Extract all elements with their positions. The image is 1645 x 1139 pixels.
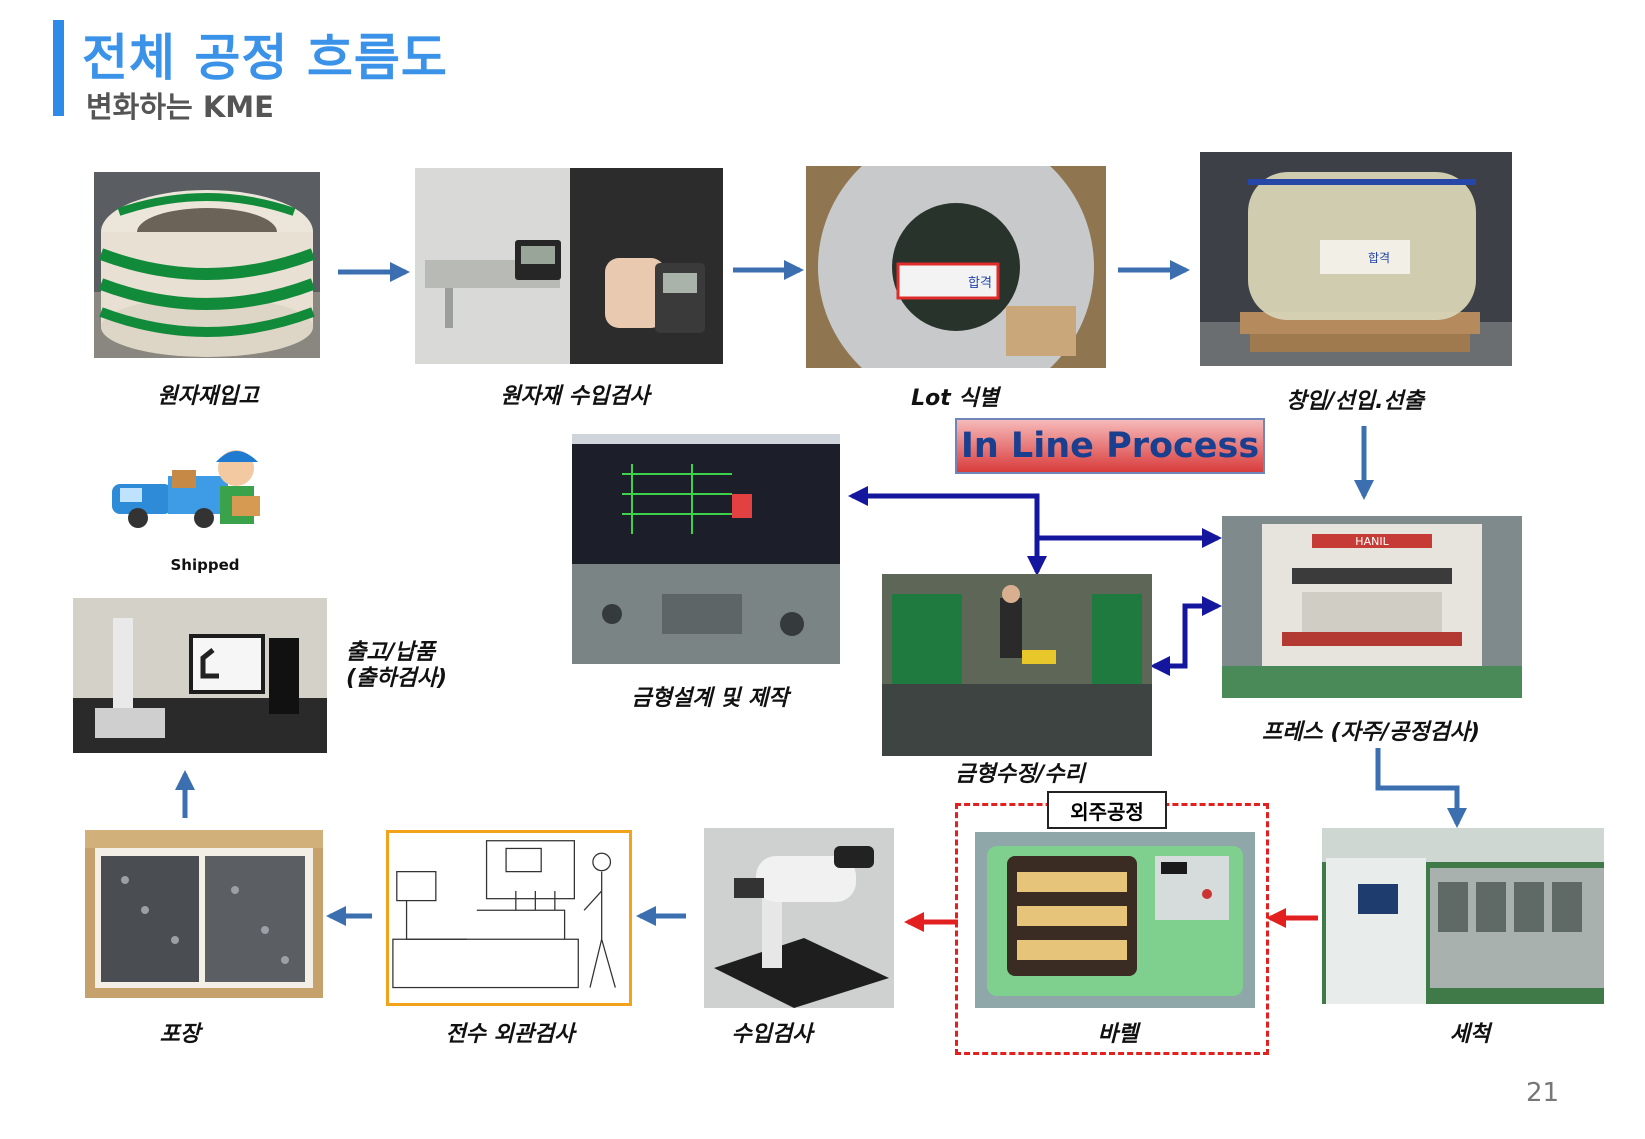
packing-box-photo (85, 830, 323, 998)
shipping-inspection-photo (73, 598, 327, 753)
step-label-warehouse-out: 창입/선입.선출 (1286, 389, 1424, 414)
pass-stamp-text: 합격 (968, 276, 992, 291)
lot-identification-photo: 합격 (806, 166, 1106, 368)
shipped-label: Shipped (170, 556, 240, 574)
step-label-mold-design: 금형설계 및 제작 (631, 686, 789, 711)
in-line-process-badge: In Line Process (955, 418, 1265, 474)
step-label-incoming-inspection: 수입검사 (731, 1022, 813, 1047)
mold-design-photo (572, 434, 840, 664)
outsource-process-tag: 외주공정 (1047, 791, 1167, 829)
page-number: 21 (1526, 1078, 1560, 1108)
step-label-ship-delivery: 출고/납품 (346, 640, 435, 665)
step-label-wash: 세척 (1449, 1022, 1491, 1047)
step-label-packing: 포장 (159, 1022, 201, 1047)
full-inspection-drawing (386, 830, 632, 1006)
page-subtitle: 변화하는 KME (86, 90, 274, 124)
step-label-lot-identify: Lot 식별 (911, 386, 999, 411)
barrel-machine-photo (975, 832, 1255, 1008)
washing-machine-photo (1322, 828, 1604, 1004)
caliper-inspection-photo (415, 168, 723, 364)
arrow-loop-to-mold-design (848, 486, 1040, 506)
wrapped-coil-pallet-photo: 합격 (1200, 152, 1512, 366)
step-label-mold-repair: 금형수정/수리 (955, 762, 1085, 787)
stereo-microscope-photo (704, 828, 894, 1008)
mold-repair-photo (882, 574, 1152, 756)
arrow-press-to-wash (1375, 748, 1467, 828)
title-accent-bar (53, 20, 64, 116)
step-label-full-inspection: 전수 외관검사 (445, 1022, 575, 1047)
press-brand-text: HANIL (1355, 535, 1389, 548)
step-label-barrel: 바렐 (1097, 1022, 1139, 1047)
step-label-ship-inspection: (출하검사) (346, 666, 448, 691)
pass-stamp-text-2: 합격 (1368, 251, 1390, 265)
delivery-truck-illustration (108, 440, 278, 540)
page-title: 전체 공정 흐름도 (82, 29, 448, 87)
arrow-repair-press-exchange (1154, 596, 1222, 669)
step-label-press: 프레스 (자주/공정검사) (1262, 720, 1480, 745)
press-machine-photo: HANIL (1222, 516, 1522, 698)
step-label-raw-inspection: 원자재 수입검사 (500, 384, 650, 409)
raw-material-coil-photo (94, 172, 320, 358)
step-label-raw-receipt: 원자재입고 (157, 384, 259, 409)
